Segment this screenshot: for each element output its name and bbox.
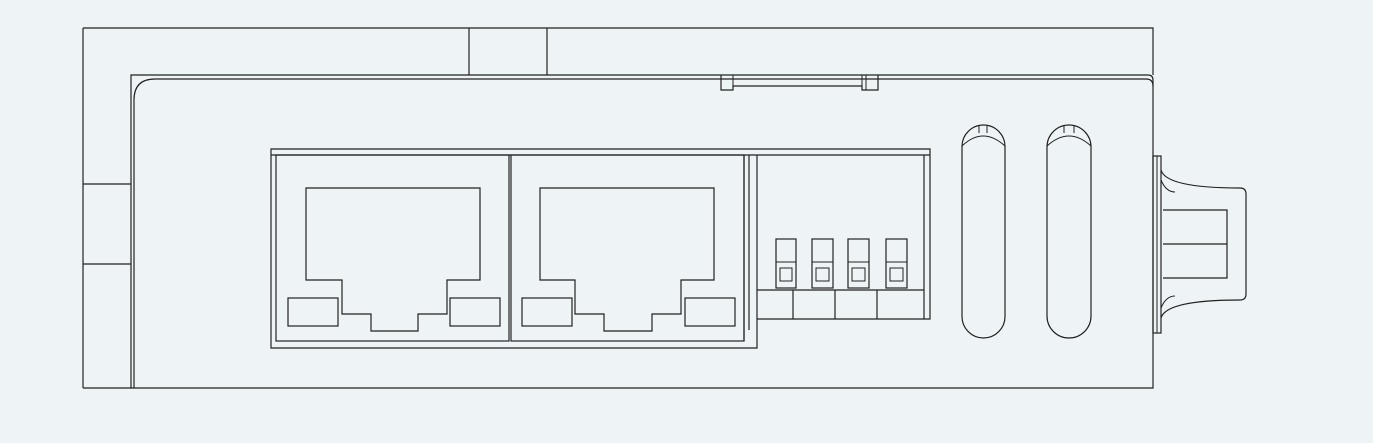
terminal-pin-1 (775, 238, 797, 289)
terminal-pin-2 (811, 238, 834, 289)
ethernet-port-1-led-left (287, 297, 339, 327)
ethernet-port-2 (510, 154, 750, 342)
ethernet-port-1-led-right (449, 297, 501, 327)
vent-slot-2 (1046, 124, 1092, 339)
vent-slot-1 (961, 124, 1006, 339)
side-connector (1152, 155, 1247, 334)
enclosure-body (130, 74, 1154, 389)
terminal-pin-4 (885, 238, 908, 289)
ethernet-port-1 (275, 154, 510, 342)
ethernet-port-2-led-right (684, 297, 736, 327)
terminal-pin-3 (847, 238, 870, 289)
port-block (270, 148, 931, 349)
top-latch-slot (720, 75, 879, 91)
ethernet-port-2-led-left (521, 297, 573, 327)
terminal-block (756, 155, 925, 319)
mounting-bracket (82, 27, 1154, 389)
